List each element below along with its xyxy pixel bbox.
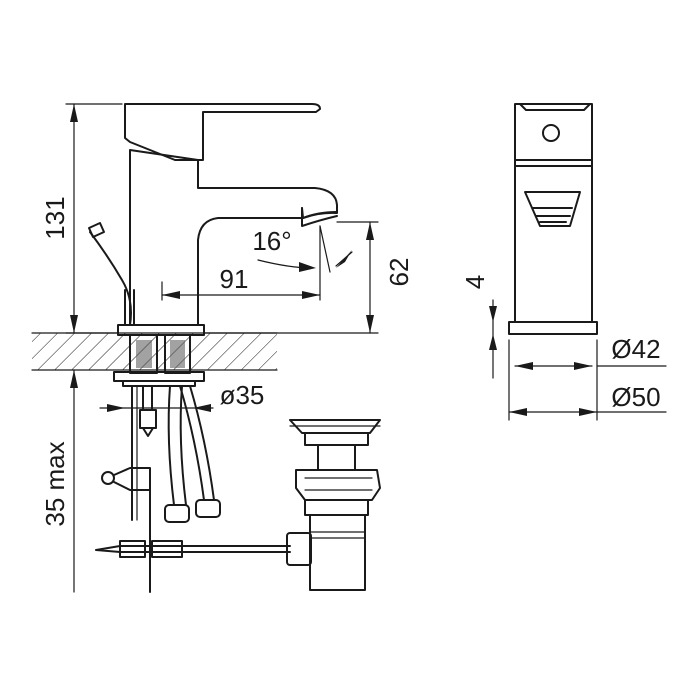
- popup-rod: [89, 231, 132, 326]
- hose-right: [167, 385, 187, 506]
- dim-spout-angle: 16°: [252, 226, 291, 256]
- lever-handle: [124, 103, 321, 161]
- dim-gap: 4: [460, 275, 490, 289]
- faucet-body: [129, 149, 338, 326]
- dim-base-outer: Ø50: [611, 382, 660, 412]
- pivot-nut: [286, 532, 312, 566]
- dim-max-thickness: 35 max: [40, 441, 70, 526]
- side-view: 4 Ø42 Ø50: [460, 103, 667, 421]
- waste-drain: [289, 419, 381, 591]
- hose-nut-left: [164, 504, 190, 523]
- base-plate: [117, 324, 205, 336]
- side-indicator: [542, 124, 560, 142]
- dim-spout-reach: 91: [220, 264, 249, 294]
- side-spout: [524, 191, 581, 227]
- hose-left: [142, 385, 153, 411]
- pull-rod: [95, 545, 291, 553]
- hose-nut-right: [195, 499, 221, 518]
- side-base: [508, 321, 598, 335]
- side-handle: [514, 103, 593, 161]
- counter-top-section: [32, 333, 277, 370]
- rod-clip: [101, 471, 115, 485]
- front-view: 131 35 max 62 91 16° ø35: [31, 103, 414, 593]
- dim-spout-height: 62: [384, 258, 414, 287]
- hose-right-2: [179, 385, 215, 501]
- side-body: [514, 159, 593, 323]
- dim-hole-diameter: ø35: [220, 380, 265, 410]
- dim-height-total: 131: [40, 196, 70, 239]
- dim-base-inner: Ø42: [611, 334, 660, 364]
